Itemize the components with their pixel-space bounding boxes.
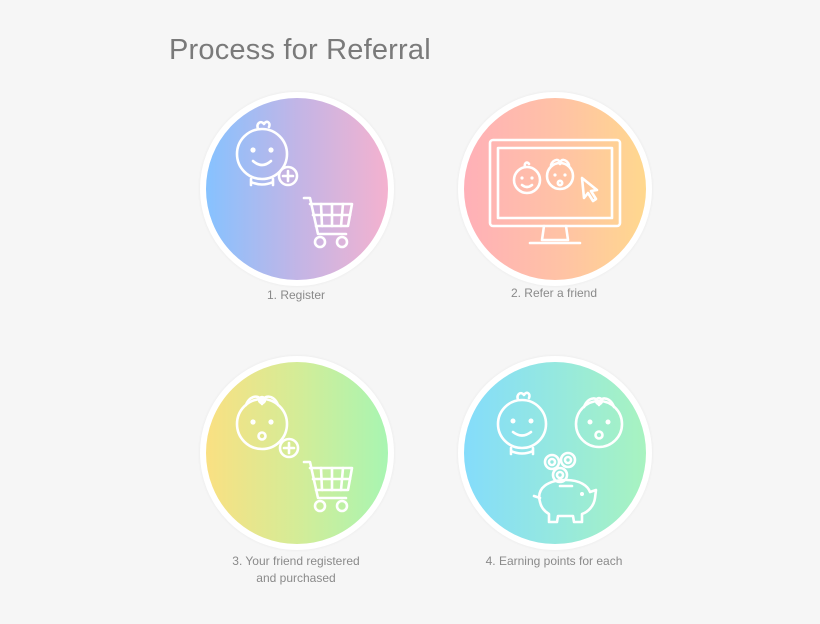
baby-girl-icon xyxy=(545,158,575,191)
baby-icon xyxy=(512,161,542,195)
monitor-icon xyxy=(488,138,622,245)
step-register-label: 1. Register xyxy=(266,288,326,302)
shopping-cart-icon xyxy=(302,196,354,249)
step-friend-registered-label: 3. Your friend registered and purchased xyxy=(232,554,360,585)
step-earning-points-circle xyxy=(458,356,652,550)
baby-girl-add-icon xyxy=(235,395,300,459)
shopping-cart-icon xyxy=(302,460,354,513)
cursor-icon xyxy=(580,176,599,203)
step-refer-circle xyxy=(458,92,652,286)
page-title: Process for Referral xyxy=(169,34,431,66)
baby-girl-icon xyxy=(574,396,624,449)
step-earning-points-label: 4. Earning points for each xyxy=(485,554,623,568)
baby-add-icon xyxy=(235,120,299,187)
coins-icon xyxy=(543,451,577,484)
step-refer-label: 2. Refer a friend xyxy=(510,286,598,300)
piggy-bank-icon xyxy=(532,478,598,524)
step-register-circle xyxy=(200,92,394,286)
step-friend-registered-circle xyxy=(200,356,394,550)
baby-icon xyxy=(496,391,548,456)
